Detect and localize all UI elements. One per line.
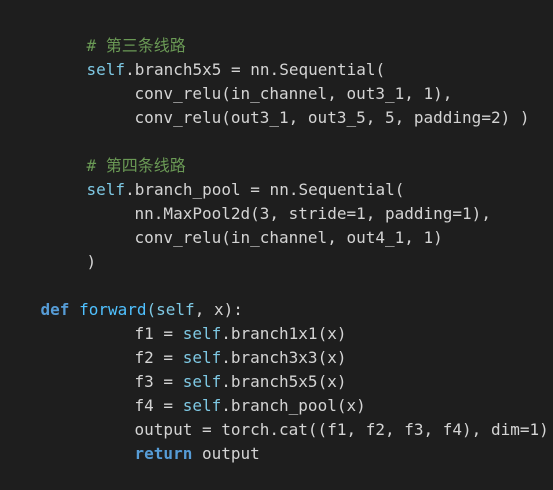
code-line-return: return output [0, 418, 553, 463]
code-text: conv_relu(in_channel, out3_1, 1), [134, 84, 453, 103]
self-keyword: self [182, 348, 222, 367]
code-text: conv_relu(out3_1, out3_5, 5, padding=2) … [134, 108, 530, 127]
code-text: .branch3x3(x) [221, 348, 347, 367]
blank-line [0, 250, 553, 274]
code-line-branch5x5-b: conv_relu(out3_1, out3_5, 5, padding=2) … [0, 82, 553, 127]
code-editor[interactable]: # 第三条线路 self.branch5x5 = nn.Sequential( … [0, 0, 553, 473]
code-text: , x): [194, 300, 243, 319]
code-line-branch5x5-a: conv_relu(in_channel, out3_1, 1), [0, 58, 553, 103]
code-text: .branch_pool(x) [221, 396, 366, 415]
code-text: nn.MaxPool2d(3, stride=1, padding=1), [134, 204, 491, 223]
blank-line [0, 106, 553, 130]
code-line-def-forward: def forward(self, x): [0, 274, 553, 319]
code-text: .branch5x5(x) [221, 372, 347, 391]
code-line-branch5x5: self.branch5x5 = nn.Sequential( [0, 34, 553, 79]
def-keyword: def [40, 300, 70, 319]
function-name: forward [79, 300, 147, 319]
self-keyword: self [182, 372, 222, 391]
code-text: f2 = [134, 348, 183, 367]
code-line-branch-pool: self.branch_pool = nn.Sequential( [0, 154, 553, 199]
code-line-comment-4: # 第四条线路 [0, 130, 553, 175]
self-keyword: (self [146, 300, 195, 319]
code-line-branch-pool-a: nn.MaxPool2d(3, stride=1, padding=1), [0, 178, 553, 223]
return-keyword: return [134, 444, 193, 463]
comment-branch4: # 第四条线路 [86, 156, 186, 175]
self-keyword: self [86, 60, 126, 79]
code-text: .branch5x5 = nn.Sequential( [125, 60, 386, 79]
self-keyword: self [86, 180, 126, 199]
code-text: output = torch.cat((f1, f2, f3, f4), dim… [134, 420, 549, 439]
code-text: ) [86, 252, 97, 271]
code-line-branch-pool-close: ) [0, 226, 553, 271]
code-text: .branch_pool = nn.Sequential( [125, 180, 405, 199]
code-text: conv_relu(in_channel, out4_1, 1) [134, 228, 443, 247]
code-line-f3: f3 = self.branch5x5(x) [0, 346, 553, 391]
code-text: f1 = [134, 324, 183, 343]
code-line-comment-3: # 第三条线路 [0, 10, 553, 55]
code-line-output: output = torch.cat((f1, f2, f3, f4), dim… [0, 394, 553, 439]
self-keyword: self [182, 324, 222, 343]
code-line-f1: f1 = self.branch1x1(x) [0, 298, 553, 343]
self-keyword: self [182, 396, 222, 415]
code-line-branch-pool-b: conv_relu(in_channel, out4_1, 1) [0, 202, 553, 247]
code-text: f4 = [134, 396, 183, 415]
code-text: .branch1x1(x) [221, 324, 347, 343]
code-text: f3 = [134, 372, 183, 391]
comment-branch3: # 第三条线路 [86, 36, 186, 55]
code-line-f2: f2 = self.branch3x3(x) [0, 322, 553, 367]
code-text: output [192, 444, 260, 463]
code-line-f4: f4 = self.branch_pool(x) [0, 370, 553, 415]
